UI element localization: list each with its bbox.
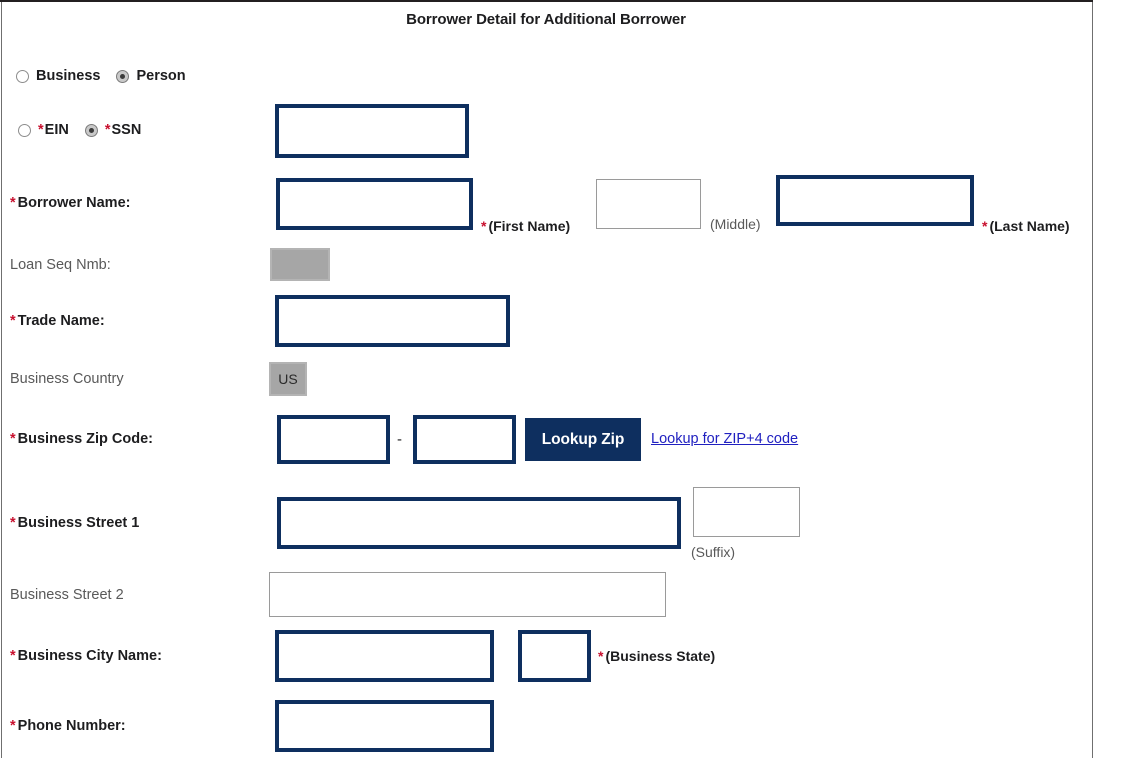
tax-id-type-radio-group: *EIN *SSN [18,122,157,138]
business-country-input [269,362,307,396]
lookup-zip4-link[interactable]: Lookup for ZIP+4 code [651,431,799,447]
required-asterisk-business-city: * [10,648,16,664]
business-zip-label: *Business Zip Code: [10,431,154,447]
required-asterisk-business-zip: * [10,431,16,447]
radio-ssn[interactable] [84,123,98,137]
borrower-name-label: *Borrower Name: [10,195,131,211]
radio-business[interactable] [16,69,29,83]
trade-name-input[interactable] [275,295,510,347]
required-asterisk-phone-number: * [10,718,16,734]
required-asterisk-business-state: * [598,648,604,664]
business-country-label: Business Country [10,371,124,387]
business-zip4-input[interactable] [413,415,516,464]
page-frame-right-border [1092,2,1093,758]
last-name-note: *(Last Name) [982,218,1070,234]
loan-seq-nmb-label: Loan Seq Nmb: [10,257,111,273]
radio-business-label[interactable]: Business [36,68,101,84]
page-frame-top-border [0,0,1093,2]
required-asterisk-borrower-name: * [10,195,16,211]
loan-seq-nmb-input [270,248,330,281]
radio-ein[interactable] [18,123,31,137]
borrower-first-name-input[interactable] [276,178,473,230]
business-zip5-input[interactable] [277,415,390,464]
business-state-note: *(Business State) [598,648,716,664]
business-street-2-label: Business Street 2 [10,587,124,603]
phone-number-label: *Phone Number: [10,718,126,734]
radio-person[interactable] [116,69,130,83]
phone-number-input[interactable] [275,700,494,752]
business-street-1-input[interactable] [277,497,681,549]
zip-separator: - [397,431,402,448]
middle-name-note: (Middle) [710,216,761,232]
required-asterisk-first-name: * [481,218,487,234]
business-street-2-input[interactable] [269,572,666,617]
lookup-zip-button[interactable]: Lookup Zip [525,418,641,461]
radio-ein-label[interactable]: *EIN [38,122,69,138]
tax-id-input[interactable] [275,104,469,158]
business-state-input[interactable] [518,630,591,682]
business-city-label: *Business City Name: [10,648,162,664]
trade-name-label: *Trade Name: [10,313,105,329]
required-asterisk-ssn: * [104,122,111,138]
business-street-1-label: *Business Street 1 [10,515,140,531]
radio-ssn-label[interactable]: *SSN [104,122,142,138]
entity-type-radio-group: Business Person [16,68,202,84]
first-name-note: *(First Name) [481,218,571,234]
required-asterisk-trade-name: * [10,313,16,329]
page-frame-left-border [1,2,2,758]
required-asterisk-ein: * [38,122,44,138]
borrower-middle-name-input[interactable] [596,179,701,229]
borrower-last-name-input[interactable] [776,175,974,226]
required-asterisk-last-name: * [982,218,988,234]
business-city-input[interactable] [275,630,494,682]
page-title: Borrower Detail for Additional Borrower [406,11,686,28]
street-suffix-note: (Suffix) [691,544,736,560]
required-asterisk-business-street-1: * [10,515,16,531]
business-street-suffix-input[interactable] [693,487,800,537]
radio-person-label[interactable]: Person [136,68,186,84]
